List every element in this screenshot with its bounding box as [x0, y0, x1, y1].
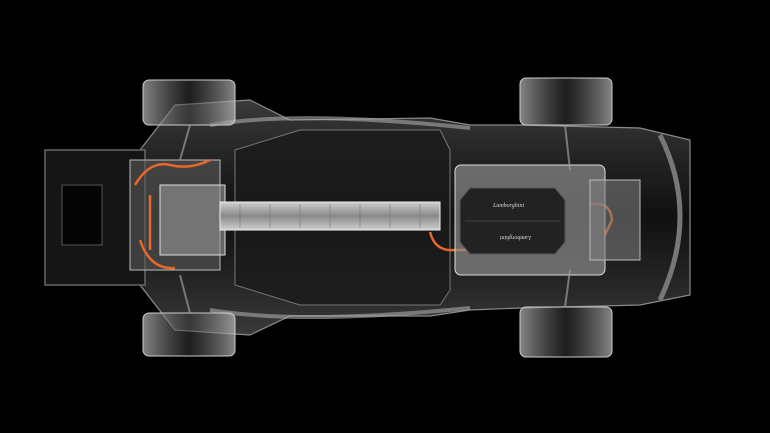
- wheel-front-left: [142, 79, 236, 126]
- engine-logo-top: Lamborghini: [492, 203, 524, 209]
- side-sill-bottom: [209, 306, 471, 320]
- battery-tunnel-ribs: [239, 204, 421, 228]
- engine-logo-bottom: Lamborghini: [500, 234, 532, 240]
- front-motor: [159, 184, 226, 256]
- rear-diffuser: [657, 133, 683, 302]
- suspension-links: [179, 124, 571, 314]
- wheel-front-right: [142, 312, 236, 357]
- wheel-rear-right: [519, 306, 613, 358]
- gearbox: [589, 179, 641, 261]
- front-frame-opening: [61, 184, 103, 246]
- wheel-rear-left: [519, 77, 613, 126]
